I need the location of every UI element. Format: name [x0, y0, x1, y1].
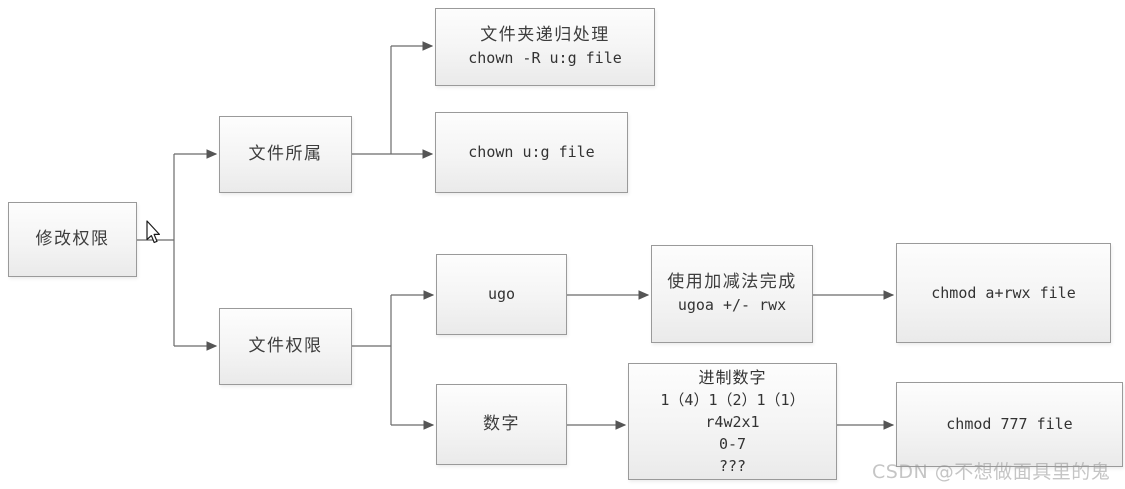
- node-file-ownership: 文件所属: [219, 116, 352, 193]
- node-chmod-777: chmod 777 file: [896, 382, 1123, 467]
- node-octal-line2: 1（4）1（2）1（1）: [660, 390, 805, 409]
- mouse-cursor-icon: [146, 220, 160, 244]
- node-add-subtract-command: ugoa +/- rwx: [677, 296, 787, 314]
- csdn-watermark: CSDN @不想做面具里的鬼: [872, 461, 1111, 483]
- node-digit-label: 数字: [483, 414, 520, 434]
- node-chown-command-label: chown u:g file: [468, 143, 595, 161]
- node-octal-line4: 0-7: [718, 434, 747, 453]
- node-octal-digits: 进制数字 1（4）1（2）1（1） r4w2x1 0-7 ???: [628, 363, 837, 480]
- node-digit: 数字: [436, 384, 567, 465]
- node-file-permissions-label: 文件权限: [248, 336, 323, 356]
- node-chmod-arwx-label: chmod a+rwx file: [931, 283, 1076, 302]
- node-folder-recursive-title: 文件夹递归处理: [480, 25, 610, 45]
- node-chmod-777-label: chmod 777 file: [946, 415, 1073, 433]
- node-folder-recursive-command: chown -R u:g file: [468, 49, 622, 67]
- node-octal-line1: 进制数字: [698, 367, 767, 387]
- node-folder-recursive: 文件夹递归处理 chown -R u:g file: [435, 8, 655, 86]
- node-chmod-arwx: chmod a+rwx file: [896, 243, 1111, 343]
- node-add-subtract-method: 使用加减法完成 ugoa +/- rwx: [651, 245, 813, 343]
- node-modify-permissions-label: 修改权限: [35, 229, 110, 249]
- node-octal-line5: ???: [718, 456, 747, 475]
- node-chown-command: chown u:g file: [435, 112, 628, 193]
- node-modify-permissions: 修改权限: [8, 202, 137, 277]
- node-ugo-label: ugo: [487, 285, 516, 303]
- node-ugo: ugo: [436, 254, 567, 335]
- node-add-subtract-title: 使用加减法完成: [667, 272, 797, 292]
- node-file-permissions: 文件权限: [219, 308, 352, 385]
- node-octal-line3: r4w2x1: [705, 412, 760, 431]
- node-file-ownership-label: 文件所属: [248, 144, 323, 164]
